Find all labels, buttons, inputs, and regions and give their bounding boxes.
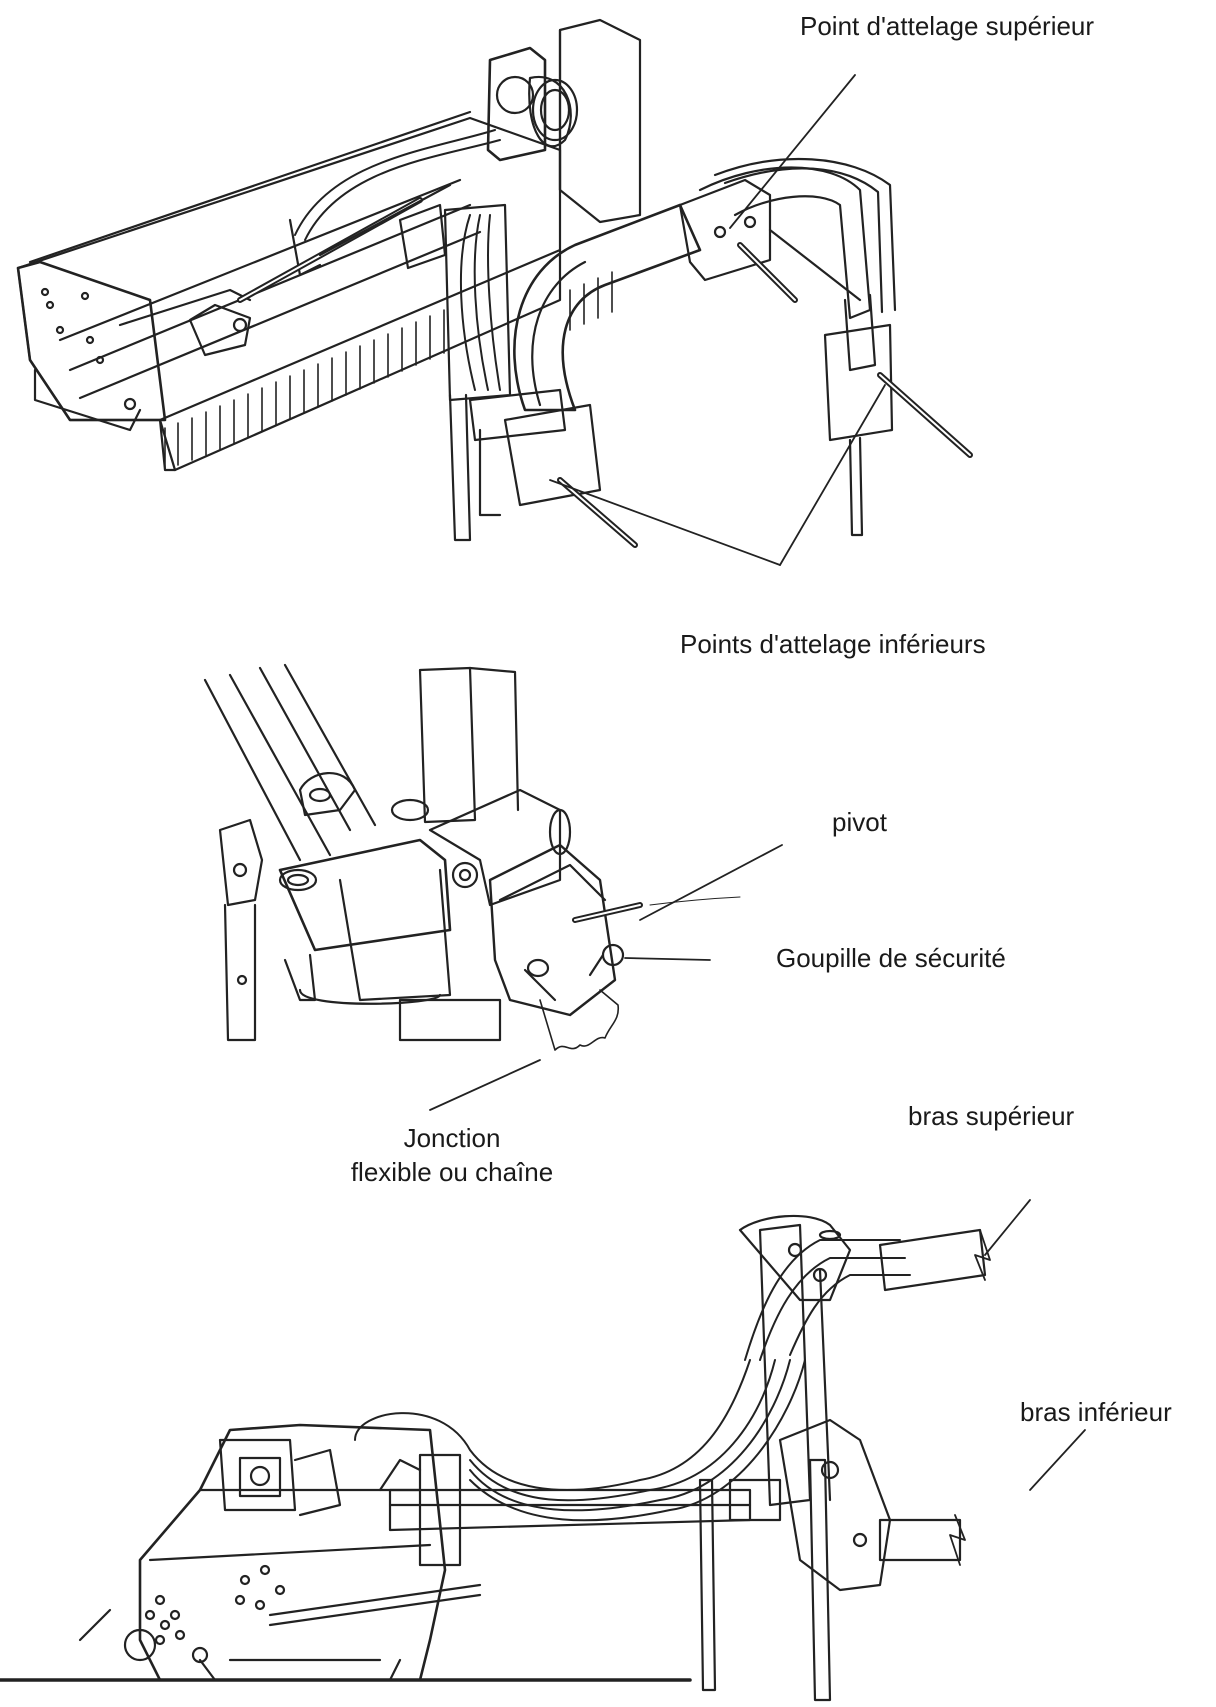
upper-arm-label: bras supérieur <box>908 1101 1075 1131</box>
lower-hitch-points-label: Points d'attelage inférieurs <box>680 629 986 659</box>
pivot-detail-view <box>203 663 783 1111</box>
junction-label-line2: flexible ou chaîne <box>350 1157 554 1187</box>
lower-arm-label: bras inférieur <box>1020 1397 1172 1427</box>
side-elevation-view <box>0 1199 1086 1702</box>
pivot-label: pivot <box>832 807 887 837</box>
safety-pin-label: Goupille de sécurité <box>776 943 1006 973</box>
flail-teeth <box>164 271 613 471</box>
upper-hitch-point-label: Point d'attelage supérieur <box>800 11 1095 41</box>
junction-label-line1: Jonction <box>403 1123 501 1153</box>
mower-isometric-view <box>16 18 973 566</box>
